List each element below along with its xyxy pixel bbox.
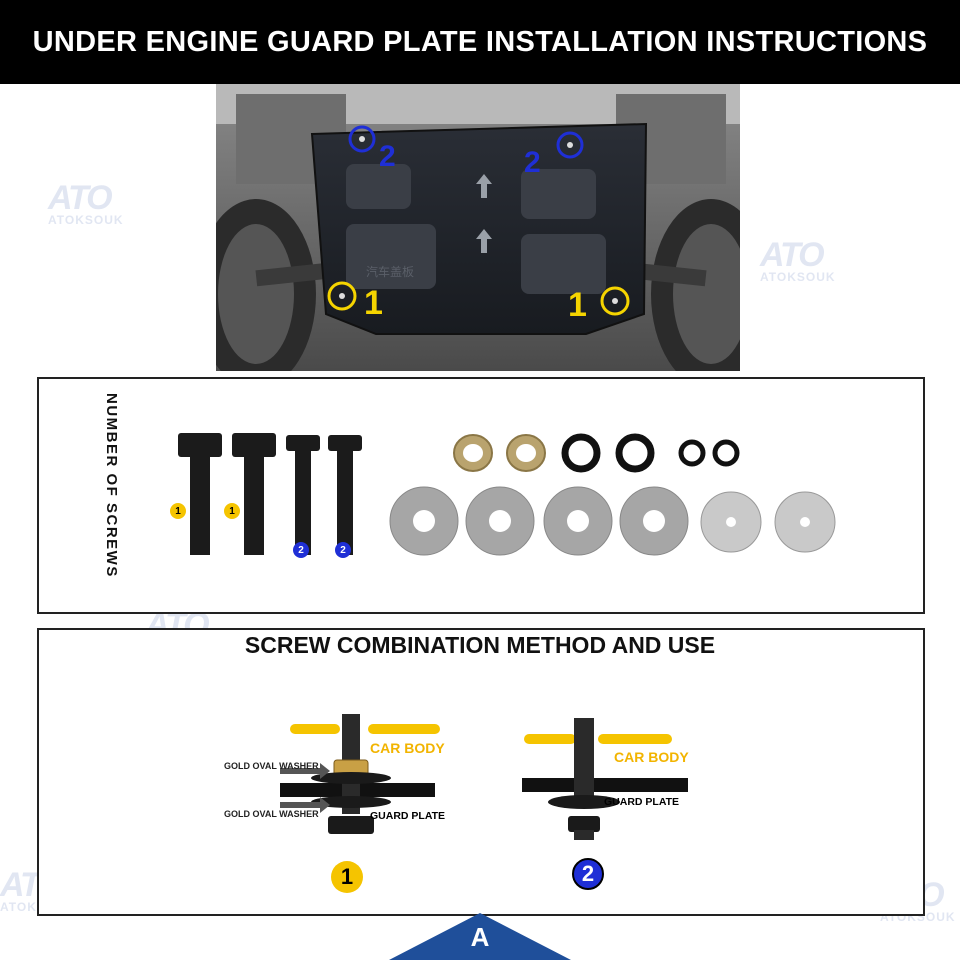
triangle-tab-shape [389,913,571,960]
method-badge-1: 1 [331,861,363,893]
flat-washer [389,486,459,556]
flat-washer [465,486,535,556]
screw-badge-1: 1 [224,503,240,519]
svg-text:汽车盖板: 汽车盖板 [366,264,414,279]
small-bolt [328,435,362,555]
black-ring [615,433,655,473]
flat-washer-small [774,491,836,553]
flat-washer [543,486,613,556]
guard-plate-label: GUARD PLATE [370,810,446,822]
large-bolt [232,433,276,555]
screws-illustration [178,433,836,556]
screw-badge-2: 2 [293,542,309,558]
black-ring [561,433,601,473]
screw-badge-2: 2 [335,542,351,558]
screw-badge-1: 1 [170,503,186,519]
method-panel [37,628,925,916]
guard-plate-label: GUARD PLATE [604,796,680,808]
section-tab-label: A [470,922,490,952]
gold-oval-washer-label: GOLD OVAL WASHER [224,809,319,819]
header-bar: UNDER ENGINE GUARD PLATE INSTALLATION IN… [0,0,960,84]
svg-text:1: 1 [364,284,383,322]
svg-text:2: 2 [524,146,541,179]
number-of-screws-label: NUMBER OF SCREWS [103,393,120,578]
flat-washer [619,486,689,556]
method-title: SCREW COMBINATION METHOD AND USE [244,632,716,658]
section-tab-a: A [389,913,571,960]
svg-text:2: 2 [379,140,396,173]
combination-diagram-2 [522,718,688,840]
car-body-label: CAR BODY [614,749,689,765]
small-bolt [286,435,320,555]
underbody-photo: 汽车盖板 2 2 1 1 [216,84,740,371]
method-badge-2: 2 [572,858,604,890]
car-body-label: CAR BODY [370,740,445,756]
combination-diagram-1 [280,714,440,834]
large-bolt [178,433,222,555]
svg-text:1: 1 [568,286,587,324]
black-ring-small [678,439,706,467]
black-ring-small [712,439,740,467]
flat-washer-small [700,491,762,553]
gold-oval-washer-label: GOLD OVAL WASHER [224,761,319,771]
page-title: UNDER ENGINE GUARD PLATE INSTALLATION IN… [32,25,928,58]
